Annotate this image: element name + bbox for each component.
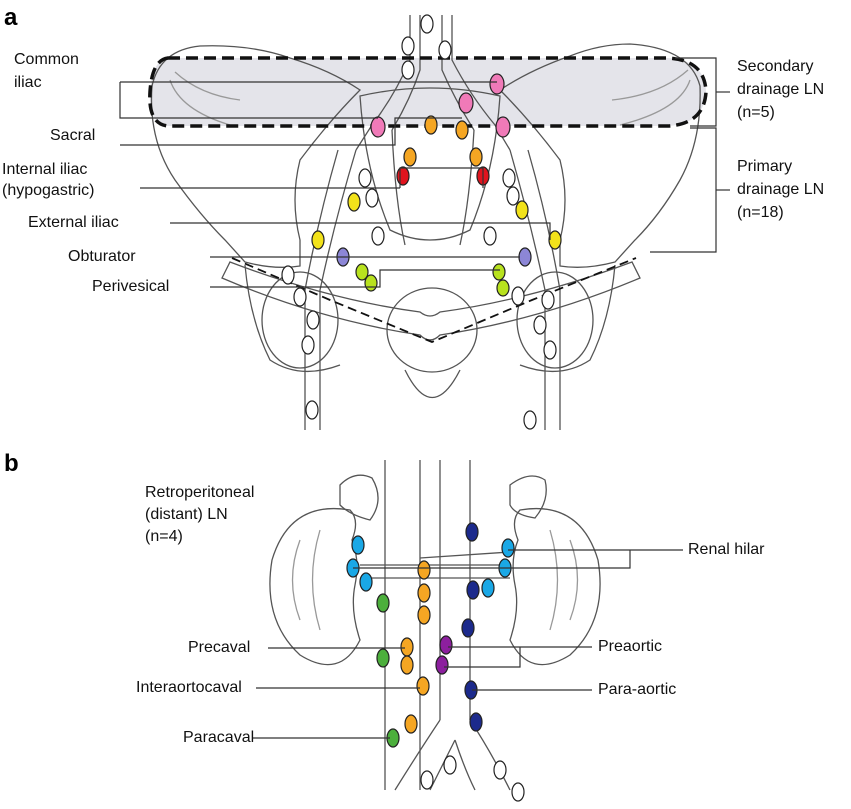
para-aortic-node (466, 523, 478, 541)
primary-drainage-label-line3: (n=18) (737, 203, 784, 223)
renal-vessels (360, 552, 510, 578)
sacral-node (425, 116, 437, 134)
obturator-node (519, 248, 531, 266)
common-iliac-node (371, 117, 385, 137)
common-iliac-node (459, 93, 473, 113)
right-adrenal (510, 476, 546, 518)
external-iliac-label: External iliac (28, 213, 119, 233)
para-aortic-label: Para-aortic (598, 680, 676, 700)
panel-b-letter: b (4, 450, 19, 478)
perivesical-node (365, 275, 377, 291)
precaval-label: Precaval (188, 638, 250, 658)
external-iliac-node (312, 231, 324, 249)
common-iliac-label-line2: iliac (14, 73, 42, 93)
perivesical-node (493, 264, 505, 280)
sacral-label: Sacral (50, 126, 95, 146)
precaval-node (418, 606, 430, 624)
preaortic-leader (444, 647, 592, 667)
panel-b-illustration (270, 460, 600, 790)
retroperitoneal-label-line1: Retroperitoneal (145, 483, 254, 503)
external-iliac-node (516, 201, 528, 219)
secondary-drainage-zone (150, 58, 706, 126)
renal-hilar-node (352, 536, 364, 554)
perivesical-leader (210, 270, 500, 287)
internal-iliac-label-line1: Internal iliac (2, 160, 87, 180)
primary-bracket (650, 128, 716, 252)
renal-hilar-node (502, 539, 514, 557)
retroperitoneal-label-line2: (distant) LN (145, 505, 228, 525)
retroperitoneal-label-line3: (n=4) (145, 527, 183, 547)
primary-drainage-label-line2: drainage LN (737, 180, 824, 200)
sacral-node (470, 148, 482, 166)
renal-hilar-node (360, 573, 372, 591)
para-aortic-node (462, 619, 474, 637)
paracaval-node (377, 594, 389, 612)
para-aortic-node (470, 713, 482, 731)
external-iliac-node (348, 193, 360, 211)
common-iliac-node (490, 74, 504, 94)
renal-hilar-node (482, 579, 494, 597)
paracaval-label: Paracaval (183, 728, 254, 748)
external-iliac-node (549, 231, 561, 249)
paracaval-node (377, 649, 389, 667)
right-kidney (510, 509, 600, 665)
left-adrenal (340, 475, 378, 520)
sacral-node (404, 148, 416, 166)
internal-iliac-leader (140, 168, 483, 188)
precaval-node (401, 656, 413, 674)
obturator-label: Obturator (68, 247, 136, 267)
common-iliac-label-line1: Common (14, 50, 79, 70)
internal-iliac-label-line2: (hypogastric) (2, 181, 94, 201)
aorta (440, 460, 470, 720)
sacral-node (456, 121, 468, 139)
para-aortic-node (467, 581, 479, 599)
internal-iliac-node (397, 167, 409, 185)
preaortic-node (436, 656, 448, 674)
secondary-drainage-label-line3: (n=5) (737, 103, 775, 123)
interaortocaval-node (405, 715, 417, 733)
secondary-drainage-label-line1: Secondary (737, 57, 814, 77)
common-iliac-node (496, 117, 510, 137)
left-kidney (270, 509, 360, 665)
primary-drainage-label-line1: Primary (737, 157, 792, 177)
interaortocaval-label: Interaortocaval (136, 678, 242, 698)
precaval-node (401, 638, 413, 656)
precaval-node (418, 584, 430, 602)
interaortocaval-node (417, 677, 429, 695)
perivesical-label: Perivesical (92, 277, 169, 297)
prostate (405, 370, 460, 398)
preaortic-node (440, 636, 452, 654)
perivesical-node (497, 280, 509, 296)
renal-hilar-label: Renal hilar (688, 540, 764, 560)
panel-a-letter: a (4, 4, 17, 32)
secondary-drainage-label-line2: drainage LN (737, 80, 824, 100)
preaortic-label: Preaortic (598, 637, 662, 657)
